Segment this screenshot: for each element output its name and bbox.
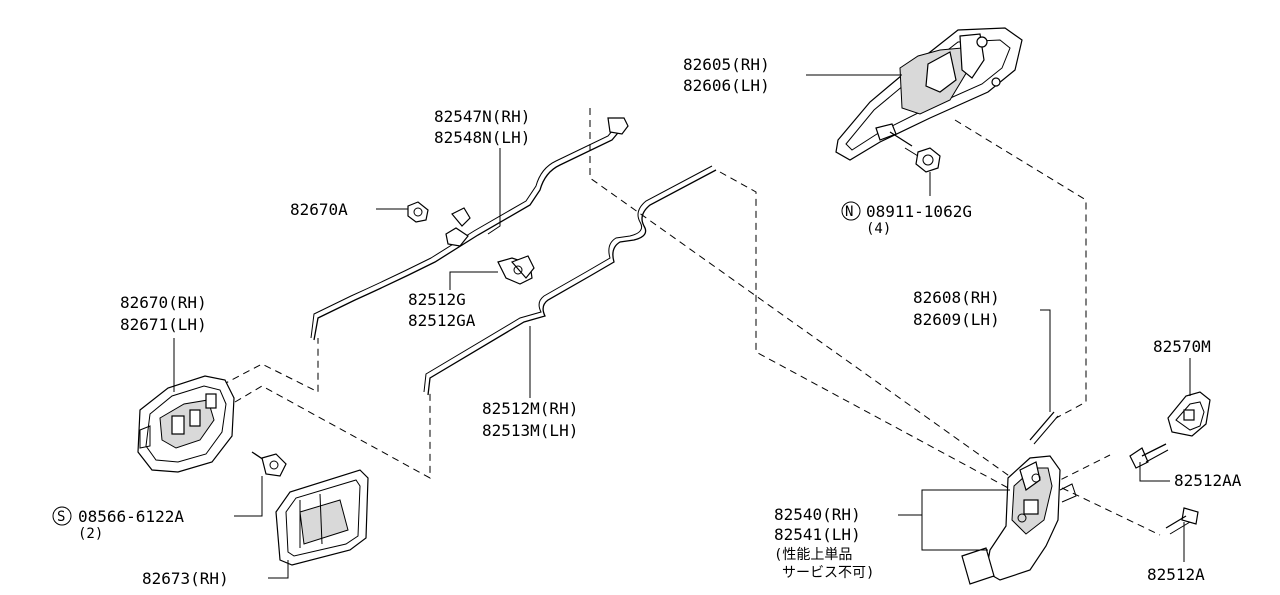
label-82671: 82671(LH): [120, 315, 207, 334]
outside-door-handle: [835, 27, 1023, 161]
inside-door-handle: [137, 375, 235, 473]
s-prefix-circle: [52, 506, 72, 526]
n-prefix-circle: [841, 201, 861, 221]
label-82605: 82605(RH): [683, 55, 770, 74]
label-82541: 82541(LH): [774, 525, 861, 544]
door-lock-actuator: [961, 411, 1077, 585]
label-82606: 82606(LH): [683, 76, 770, 95]
label-08566-prefix: S: [57, 509, 65, 525]
label-82512a: 82512A: [1147, 565, 1205, 584]
striker-82570m: [1167, 391, 1211, 437]
label-82512g: 82512G: [408, 290, 466, 309]
screw-82512a-icon: [1165, 507, 1199, 535]
label-82608: 82608(RH): [913, 288, 1000, 307]
label-08911-prefix: N: [845, 204, 853, 220]
label-82512m: 82512M(RH): [482, 399, 578, 418]
rod-82512m: [423, 165, 717, 396]
note-line-1: (性能上単品: [774, 547, 852, 563]
label-82548n: 82548N(LH): [434, 128, 530, 147]
rod-82547n: [310, 117, 629, 341]
label-82670a: 82670A: [290, 200, 348, 219]
screw-82512aa-icon: [1129, 443, 1169, 469]
label-82673: 82673(RH): [142, 569, 229, 588]
label-82540: 82540(RH): [774, 505, 861, 524]
label-08566-qty: (2): [78, 526, 103, 542]
dashed-connection-lines: [221, 108, 1161, 536]
label-82513m: 82513M(LH): [482, 421, 578, 440]
label-82512aa: 82512AA: [1174, 471, 1242, 490]
screw-08566-icon: [251, 451, 287, 477]
escutcheon-82673: [275, 469, 369, 566]
label-82570m: 82570M: [1153, 337, 1211, 356]
label-82512ga: 82512GA: [408, 311, 476, 330]
clip-82670a-icon: [407, 201, 471, 247]
label-08566: 08566-6122A: [78, 507, 184, 526]
label-82670: 82670(RH): [120, 293, 207, 312]
label-08911-qty: (4): [866, 221, 891, 237]
label-82547n: 82547N(RH): [434, 107, 530, 126]
part-labels: 82605(RH) 82606(LH) 82547N(RH) 82548N(LH…: [52, 55, 1242, 588]
nut-08911-icon: [904, 147, 941, 173]
label-08911: 08911-1062G: [866, 202, 972, 221]
label-82609: 82609(LH): [913, 310, 1000, 329]
clip-82512g-icon: [497, 255, 535, 285]
leader-lines: [173, 74, 1191, 579]
note-line-2: サービス不可): [782, 565, 874, 581]
